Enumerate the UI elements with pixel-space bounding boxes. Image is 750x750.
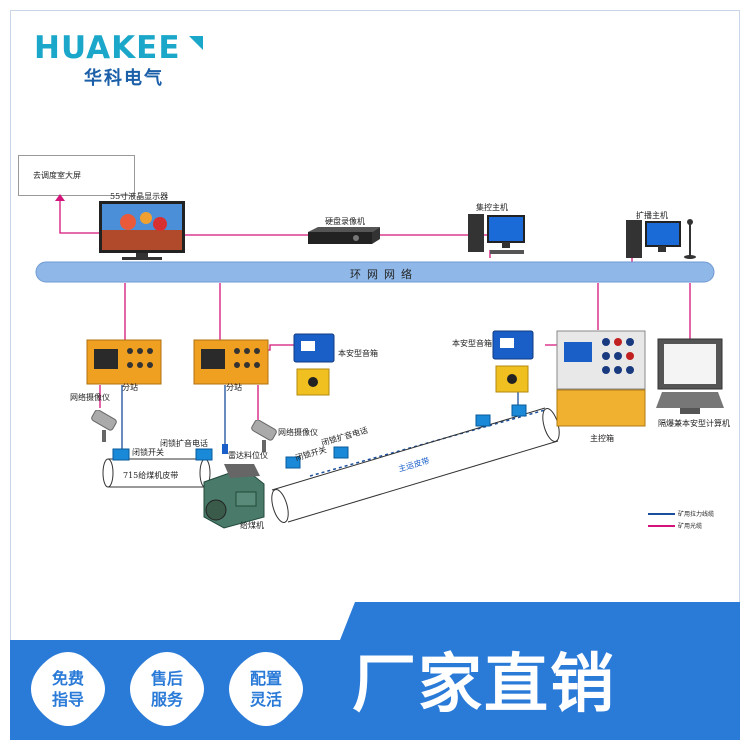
lcd-display-label: 55寸液晶显示器 <box>110 192 169 201</box>
legend-cable-label: 矿用拉力线缆 <box>678 511 715 518</box>
desktop-computer-icon <box>468 214 525 254</box>
badge-1-text: 免费 指导 <box>51 669 84 709</box>
feeder-label: 给煤机 <box>240 521 264 530</box>
slogan: 厂家直销 <box>352 648 616 722</box>
radar-label: 雷达料位仪 <box>228 451 268 460</box>
main-belt-lock-devices <box>285 404 527 469</box>
brand-subtitle: 华科电气 <box>84 68 164 89</box>
dispatch-screen-box: 去调度室大屏 <box>18 155 135 196</box>
badge-2-text: 售后 服务 <box>150 669 183 709</box>
feeder-machine-icon <box>203 464 265 529</box>
lcd-monitor-icon <box>99 201 185 260</box>
camera-1-label: 网络摄像仪 <box>70 393 110 402</box>
feeder-belt-label: 715给煤机皮带 <box>123 471 179 480</box>
radar-icon <box>222 444 228 454</box>
dvr-label: 硬盘录像机 <box>325 217 365 226</box>
main-control-box-icon <box>556 330 646 427</box>
ring-network-label: 环网网络 <box>350 268 418 281</box>
broadcast-computer-icon <box>626 219 696 259</box>
explosion-proof-computer-icon <box>656 338 724 414</box>
control-host-label: 集控主机 <box>476 203 508 212</box>
substation-2-label: 分站 <box>226 383 242 392</box>
badge-1-shape <box>31 652 105 726</box>
speaker-left-label: 本安型音箱 <box>338 349 378 358</box>
substation-1-label: 分站 <box>122 383 138 392</box>
speaker-left-icon <box>293 333 335 396</box>
speaker-right-label: 本安型音箱 <box>452 339 492 348</box>
computer-label: 隔爆兼本安型计算机 <box>658 419 730 428</box>
badge-3-shape <box>229 652 303 726</box>
brand-logo: HUAKEE <box>34 30 181 66</box>
main-belt-shape <box>271 407 560 523</box>
legend-fiber-label: 矿用光缆 <box>678 523 703 530</box>
substation-1-icon <box>86 339 162 385</box>
feeder-lock-devices <box>112 448 213 461</box>
lock-switch-1-label: 闭锁开关 <box>132 448 164 457</box>
arrow-up-icon <box>55 194 65 201</box>
lock-phone-1-label: 闭锁扩音电话 <box>160 439 208 448</box>
speaker-right-icon <box>492 330 534 393</box>
camera-1-icon <box>91 410 117 442</box>
camera-2-icon <box>251 420 277 452</box>
dispatch-screen-label: 去调度室大屏 <box>33 171 81 180</box>
feeder-belt-shape <box>102 458 211 488</box>
dvr-icon <box>308 227 380 244</box>
camera-2-label: 网络摄像仪 <box>278 428 318 437</box>
badge-2-shape <box>130 652 204 726</box>
broadcast-host-label: 扩播主机 <box>636 211 668 220</box>
badge-3-text: 配置 灵活 <box>249 669 282 709</box>
main-control-box-label: 主控箱 <box>590 434 614 443</box>
logo-mark-icon <box>189 36 203 50</box>
substation-2-icon <box>193 339 269 385</box>
